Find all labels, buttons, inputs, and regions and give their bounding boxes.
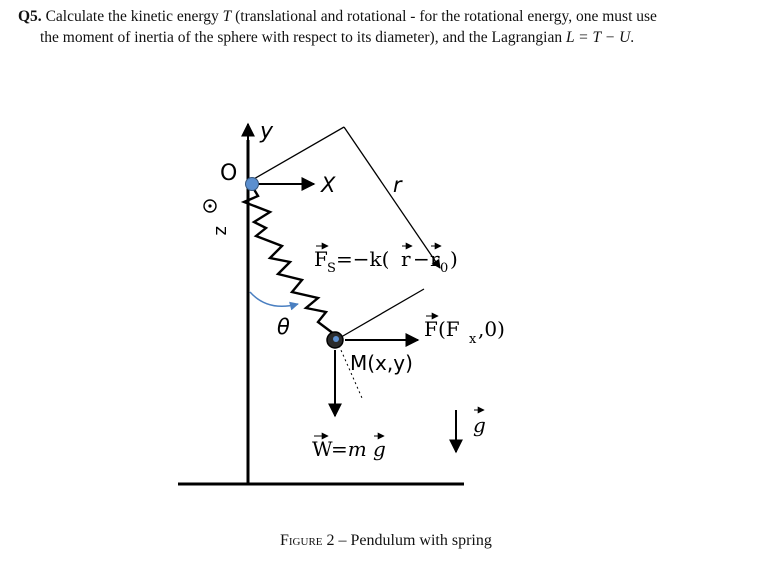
dimension-line-top xyxy=(251,126,345,181)
length-label: r xyxy=(393,173,403,197)
question-line1-b: (translational and rotational - for the … xyxy=(231,8,657,25)
z-axis-label: z xyxy=(211,226,232,235)
applied-force-tail: ,0) xyxy=(478,317,505,341)
applied-force-subscript: x xyxy=(469,332,477,347)
angle-label: θ xyxy=(277,315,290,339)
mass-highlight xyxy=(333,336,339,342)
spring-close-paren: ) xyxy=(450,247,458,271)
spring-force-label: F xyxy=(314,247,328,271)
z-axis-circle xyxy=(203,199,217,213)
spring-r0-subscript: 0 xyxy=(440,261,448,276)
question-number: Q5. xyxy=(18,8,42,25)
question-text: Q5. Calculate the kinetic energy T (tran… xyxy=(18,6,758,48)
dimension-line-bottom xyxy=(335,288,425,341)
question-line2-a: the moment of inertia of the sphere with… xyxy=(40,29,566,46)
z-axis-dot xyxy=(208,204,212,208)
spring-r-label: r xyxy=(401,247,411,271)
x-axis-label: X xyxy=(320,173,336,197)
spring-r0-label: r xyxy=(430,247,440,271)
mass-label: M(x,y) xyxy=(350,351,413,375)
spring-zigzag xyxy=(240,185,335,335)
question-line2: the moment of inertia of the sphere with… xyxy=(18,27,758,48)
dimension-line-right xyxy=(343,126,441,269)
gravity-label: g xyxy=(473,413,486,437)
weight-equation: =m xyxy=(331,437,367,461)
question-lagrangian-eq: L = T − U xyxy=(565,29,631,46)
question-line2-end: . xyxy=(630,29,635,46)
weight-label: W xyxy=(312,437,333,461)
applied-force-args: (F xyxy=(438,317,460,341)
question-line1-a: Calculate the kinetic energy xyxy=(45,8,223,25)
angle-arc xyxy=(249,291,299,311)
caption-text: – Pendulum with spring xyxy=(334,532,492,549)
question-symbol-t: T xyxy=(222,8,232,25)
weight-g-label: g xyxy=(373,437,386,461)
spring-force-subscript: S xyxy=(327,261,336,276)
extension-dotted xyxy=(336,340,363,399)
origin-label: O xyxy=(220,161,237,186)
figure-caption: Figure 2 – Pendulum with spring xyxy=(280,532,580,550)
applied-force-label: F xyxy=(424,317,438,341)
pivot-point xyxy=(245,177,259,191)
spring-minus: − xyxy=(413,247,430,271)
caption-label: Figure 2 xyxy=(280,532,335,549)
spring-force-equation: =−k( xyxy=(336,247,389,271)
y-axis-label: y xyxy=(259,119,274,144)
